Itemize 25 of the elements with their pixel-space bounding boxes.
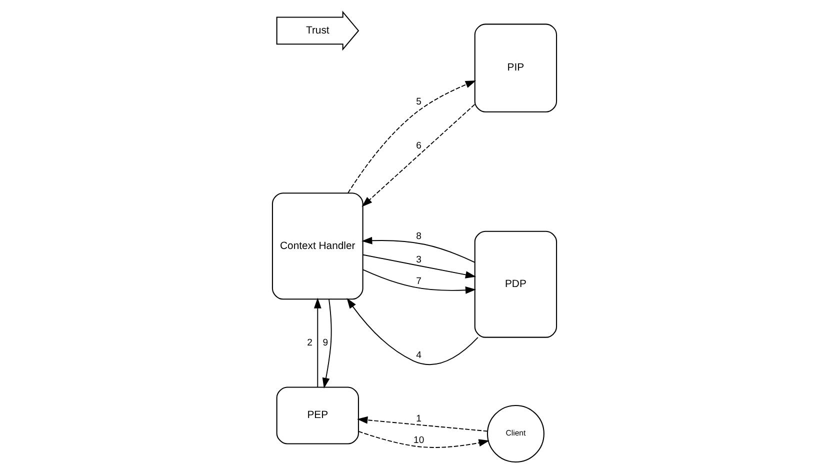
arrow: [362, 104, 476, 207]
arrow: [362, 236, 476, 263]
edge-label: 6: [416, 140, 422, 152]
arrow: [358, 430, 490, 448]
edge-label: 4: [416, 350, 422, 362]
edge-label: 1: [416, 413, 422, 424]
edge-label: 9: [322, 338, 328, 349]
arrow: [362, 254, 476, 278]
edge-label: 5: [416, 96, 422, 108]
arrow: [348, 80, 476, 194]
arrow: [314, 298, 322, 388]
arrow: [322, 298, 332, 388]
node-box: PIP: [474, 24, 558, 112]
edge-label: 10: [414, 435, 424, 446]
node-box: PDP: [474, 230, 558, 338]
node-circle: Client: [486, 405, 544, 462]
arrow: [346, 298, 478, 365]
node-box: Context Handler: [272, 192, 364, 300]
arrow: [362, 269, 476, 294]
edge-label: 3: [416, 254, 422, 266]
edge-label: 2: [307, 338, 312, 349]
node-box: PEP: [276, 386, 359, 444]
arrow: [357, 416, 488, 432]
edge-label: 8: [416, 231, 422, 242]
edge-label: 7: [416, 276, 422, 288]
